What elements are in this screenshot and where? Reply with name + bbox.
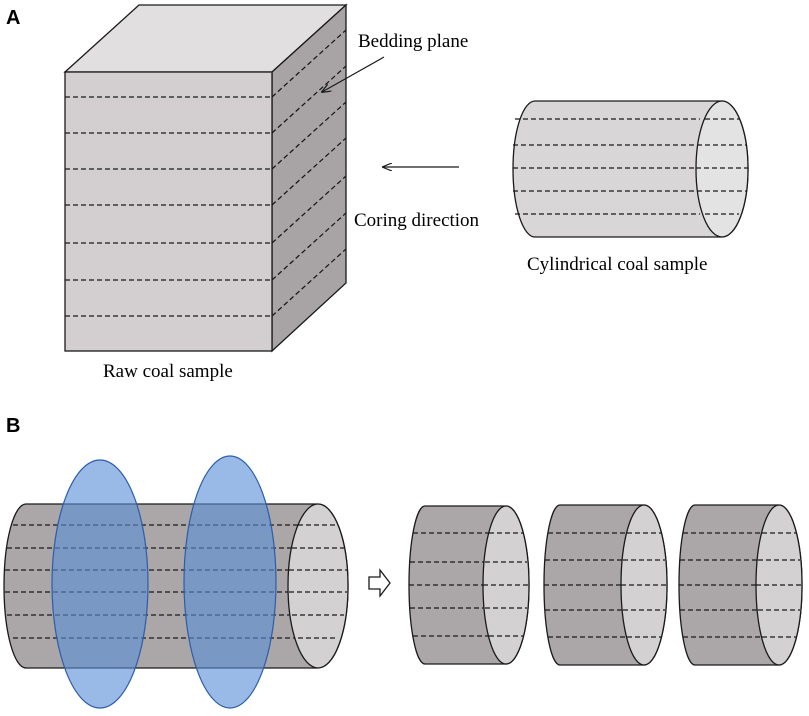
panel-b-letter: B (6, 415, 20, 437)
cylinder-bedding-lines (513, 118, 700, 215)
block-front-face (64, 71, 273, 352)
panel-a-letter: A (6, 7, 20, 29)
bedding-plane-pointer (322, 56, 385, 92)
short-cylinder-1 (408, 505, 530, 665)
coring-direction-label: Coring direction (354, 210, 480, 231)
block-side-bedding-lines (271, 29, 347, 317)
raw-sample-label: Raw coal sample (103, 361, 233, 382)
block-front-bedding-lines (65, 96, 272, 317)
short-cylinder-2 (543, 504, 668, 666)
raw-coal-block (63, 3, 348, 353)
cutting-plane-2 (183, 455, 277, 709)
cylinder-face-lines (696, 118, 748, 215)
short-cylinder-3 (678, 504, 803, 666)
process-arrow-icon (368, 568, 391, 598)
cutting-plane-1 (51, 459, 149, 709)
cylindrical-coal-sample (512, 100, 749, 238)
cylindrical-sample-label: Cylindrical coal sample (527, 254, 707, 275)
long-cylinder-end-face (287, 503, 349, 669)
long-cylinder-face-lines (289, 524, 347, 639)
cylinder-end-face (695, 100, 749, 238)
bedding-plane-label: Bedding plane (358, 31, 468, 52)
